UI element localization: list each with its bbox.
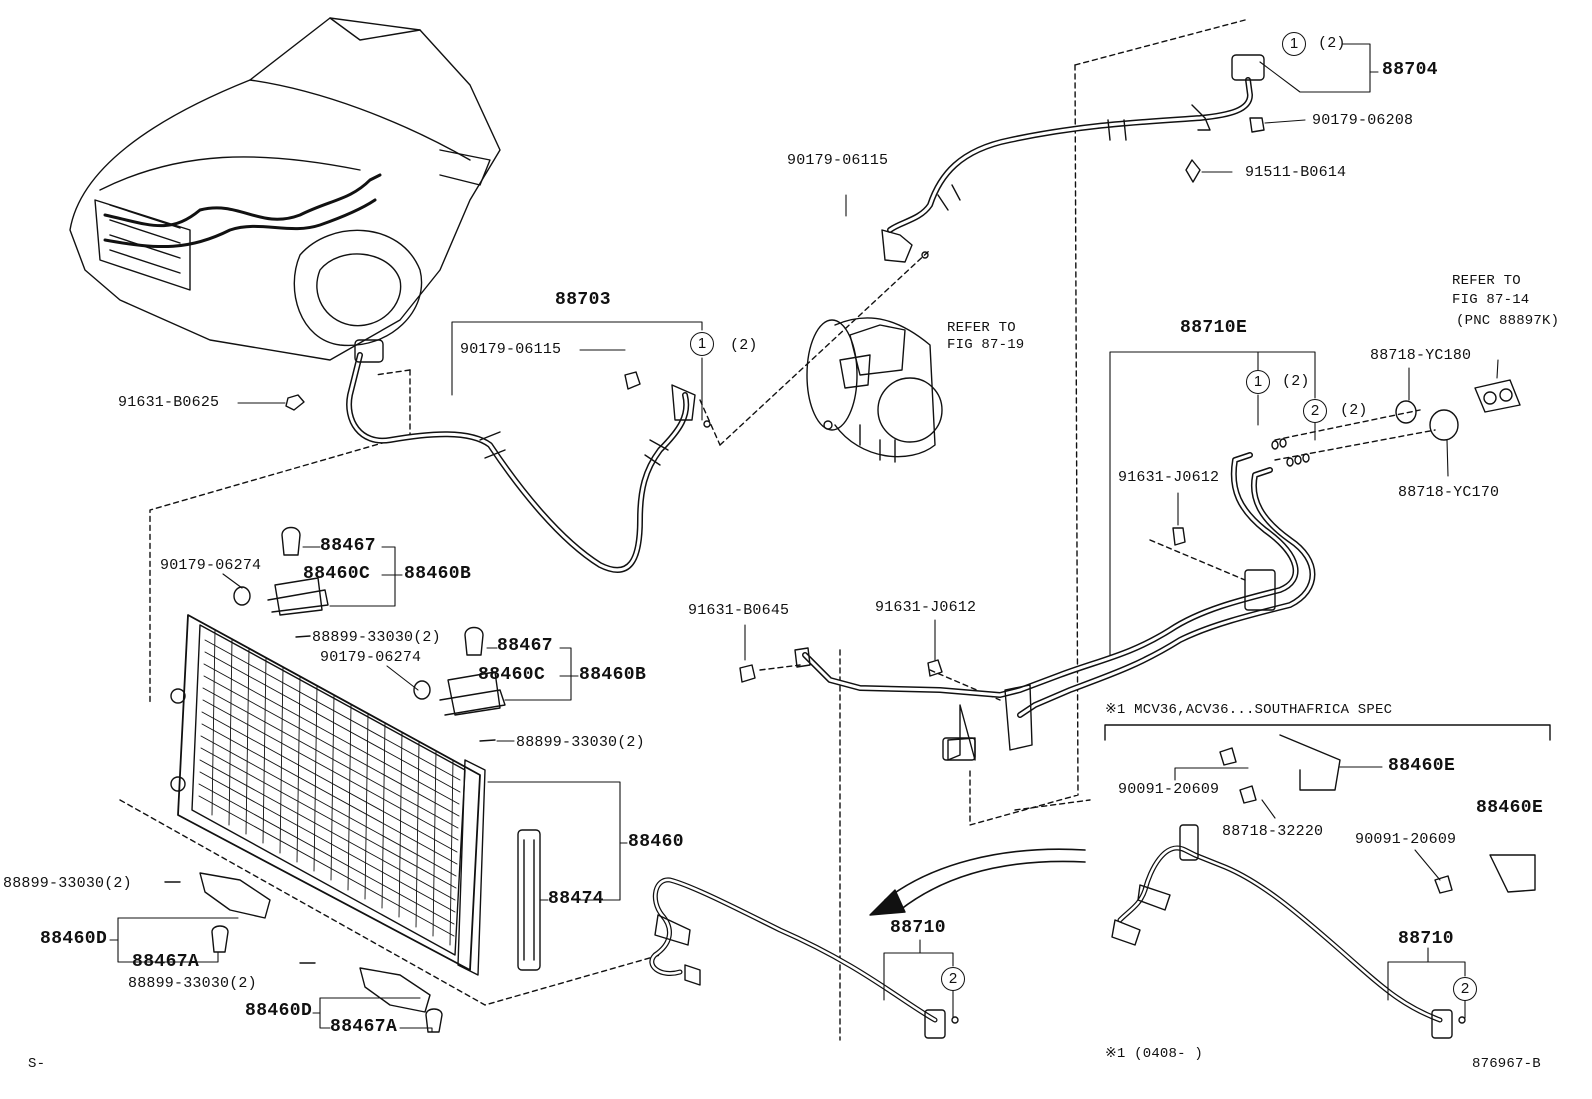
part-91631-b0645[interactable]: 91631-B0645 — [688, 602, 790, 619]
pipe-88710-left — [649, 877, 959, 1039]
quantity-label: (2) — [730, 337, 758, 354]
corner-mark: S- — [28, 1056, 46, 1072]
part-88703[interactable]: 88703 — [555, 290, 612, 310]
part-88899-33030-a[interactable]: 88899-33030(2) — [312, 629, 441, 646]
part-91631-j0612-upper[interactable]: 91631-J0612 — [1118, 469, 1220, 486]
callout-2: 2 — [941, 967, 965, 991]
part-88460d-left[interactable]: 88460D — [40, 929, 108, 949]
part-90091-20609-b[interactable]: 90091-20609 — [1355, 831, 1457, 848]
part-91631-j0612-lower[interactable]: 91631-J0612 — [875, 599, 977, 616]
quantity-label: (2) — [1318, 35, 1346, 52]
part-88467a-left[interactable]: 88467A — [132, 952, 200, 972]
part-88710-right[interactable]: 88710 — [1398, 929, 1455, 949]
part-90179-06274-lower[interactable]: 90179-06274 — [320, 649, 422, 666]
compressor — [806, 317, 943, 463]
part-88460[interactable]: 88460 — [628, 832, 685, 852]
part-90091-20609-a[interactable]: 90091-20609 — [1118, 781, 1220, 798]
part-88467a-bottom[interactable]: 88467A — [330, 1017, 398, 1037]
part-88474[interactable]: 88474 — [548, 889, 605, 909]
south-africa-spec-note: ※1 MCV36,ACV36...SOUTHAFRICA SPEC — [1105, 702, 1393, 718]
south-africa-spec — [1104, 724, 1551, 1039]
part-88710-left[interactable]: 88710 — [890, 918, 947, 938]
callout-2: 2 — [1303, 399, 1327, 423]
part-88460e-b[interactable]: 88460E — [1476, 798, 1544, 818]
direction-arrow — [869, 848, 1086, 916]
part-91631-b0625[interactable]: 91631-B0625 — [118, 394, 220, 411]
part-88460c-upper[interactable]: 88460C — [303, 564, 371, 584]
part-88899-33030-c[interactable]: 88899-33030(2) — [3, 875, 132, 892]
refer-fig-87-14-line1[interactable]: REFER TO — [1452, 273, 1521, 289]
part-88718-32220[interactable]: 88718-32220 — [1222, 823, 1324, 840]
hose-88703 — [285, 339, 711, 573]
refer-fig-87-19-line1[interactable]: REFER TO — [947, 320, 1016, 336]
callout-1: 1 — [1282, 32, 1306, 56]
part-90179-06274-upper[interactable]: 90179-06274 — [160, 557, 262, 574]
part-88467-upper[interactable]: 88467 — [320, 536, 377, 556]
part-88899-33030-b[interactable]: 88899-33030(2) — [516, 734, 645, 751]
callout-1: 1 — [1246, 370, 1270, 394]
part-90179-06115-top[interactable]: 90179-06115 — [787, 152, 889, 169]
quantity-label: (2) — [1282, 373, 1310, 390]
hose-88704 — [881, 54, 1265, 263]
part-88710e[interactable]: 88710E — [1180, 318, 1248, 338]
part-88460b-upper[interactable]: 88460B — [404, 564, 472, 584]
part-88718-yc170[interactable]: 88718-YC170 — [1398, 484, 1500, 501]
date-range-note: ※1 (0408- ) — [1105, 1046, 1203, 1062]
part-91511-b0614[interactable]: 91511-B0614 — [1245, 164, 1347, 181]
car-illustration — [69, 17, 501, 361]
diagram-id: 876967-B — [1472, 1056, 1541, 1072]
leader-lines — [109, 43, 1499, 1033]
pipes-88710e — [739, 379, 1521, 761]
quantity-label: (2) — [1340, 402, 1368, 419]
callout-1: 1 — [690, 332, 714, 356]
dashed-boundaries — [119, 19, 1436, 1041]
refer-fig-87-14-pnc: (PNC 88897K) — [1456, 313, 1560, 329]
part-88460e-a[interactable]: 88460E — [1388, 756, 1456, 776]
refer-fig-87-14-line2[interactable]: FIG 87-14 — [1452, 292, 1530, 308]
part-88467-lower[interactable]: 88467 — [497, 636, 554, 656]
part-90179-06115-mid[interactable]: 90179-06115 — [460, 341, 562, 358]
part-88460d-bottom[interactable]: 88460D — [245, 1001, 313, 1021]
part-88899-33030-d[interactable]: 88899-33030(2) — [128, 975, 257, 992]
part-88460c-lower[interactable]: 88460C — [478, 665, 546, 685]
condenser — [170, 614, 541, 976]
part-88704[interactable]: 88704 — [1382, 60, 1439, 80]
refer-fig-87-19-line2[interactable]: FIG 87-19 — [947, 337, 1025, 353]
callout-2: 2 — [1453, 977, 1477, 1001]
brackets — [164, 526, 506, 1033]
part-90179-06208[interactable]: 90179-06208 — [1312, 112, 1414, 129]
part-88718-yc180[interactable]: 88718-YC180 — [1370, 347, 1472, 364]
part-88460b-lower[interactable]: 88460B — [579, 665, 647, 685]
